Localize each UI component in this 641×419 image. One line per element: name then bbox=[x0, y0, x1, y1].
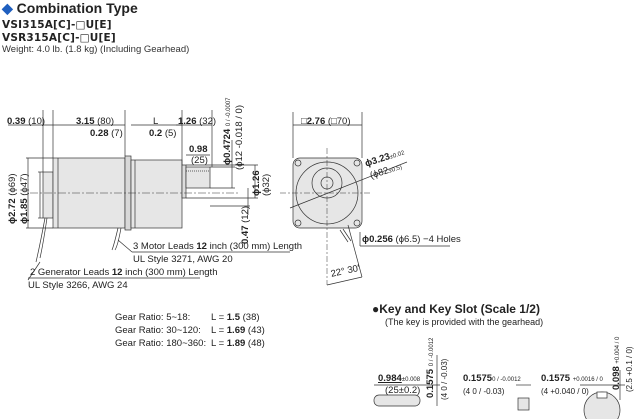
gear-ratio-label: Gear Ratio: 180~360: bbox=[115, 338, 207, 349]
key-length-mm: (25±0.2) bbox=[385, 385, 421, 396]
dim-value: □2.76 bbox=[301, 116, 326, 127]
leads-length: 12 bbox=[196, 241, 207, 252]
dim-value: 3.15 bbox=[76, 116, 95, 127]
dim-value: ϕ1.85 bbox=[19, 198, 30, 224]
section-title: ◆ Combination Type bbox=[2, 1, 138, 15]
key-width-mm: (4 0 / -0.03) bbox=[463, 387, 505, 396]
title-text: Combination Type bbox=[16, 0, 138, 16]
dim-mm: (ϕ69) bbox=[7, 173, 18, 196]
dim-0-98: 0.98 bbox=[189, 144, 208, 155]
dim-value: 0.098 bbox=[611, 366, 622, 390]
dim-0-47: 0.47 (12) bbox=[240, 205, 251, 244]
dim-tolerance: ±0.008 bbox=[401, 377, 421, 383]
dim-3-15: 3.15 (80) bbox=[76, 117, 114, 127]
diamond-icon: ◆ bbox=[2, 0, 13, 16]
leads-text: 3 Motor Leads bbox=[133, 241, 197, 252]
dim-value: 1.26 bbox=[178, 116, 197, 127]
key-height: 0.1575 0 / -0.0012 bbox=[425, 337, 436, 398]
l-value: 1.69 bbox=[226, 325, 246, 336]
dim-mm: (7) bbox=[111, 128, 123, 139]
l-value: 1.89 bbox=[226, 338, 246, 349]
key-section-subtitle: (The key is provided with the gearhead) bbox=[385, 317, 544, 327]
dim-0-39: 0.39 (10) bbox=[7, 117, 45, 127]
dim-tolerance: +0.0016 / 0 bbox=[572, 377, 603, 383]
generator-leads-label: 2 Generator Leads 12 inch (300 mm) Lengt… bbox=[30, 268, 217, 278]
square-size: □2.76 (□70) bbox=[301, 117, 351, 127]
key-width: 0.15750 / -0.0012 bbox=[463, 374, 521, 384]
slot-depth-mm: (2.5 +0.1 / 0) bbox=[625, 346, 634, 392]
motor-leads-label: 3 Motor Leads 12 inch (300 mm) Length bbox=[133, 242, 302, 252]
rear-cap bbox=[42, 171, 54, 219]
dim-value: ϕ2.72 bbox=[7, 198, 18, 224]
dim-value: 0.1575 bbox=[541, 373, 571, 384]
dim-value: 0.28 bbox=[90, 128, 109, 139]
motor-leads-spec: UL Style 3271, AWG 20 bbox=[133, 254, 233, 265]
dim-0-28: 0.28 (7) bbox=[90, 129, 123, 139]
dim-value: ϕ0.256 bbox=[362, 234, 393, 245]
gear-ratio-row: Gear Ratio: 180~360: bbox=[115, 339, 206, 349]
slot-width: 0.1575 +0.0016 / 0 bbox=[541, 374, 603, 384]
dim-1-26: 1.26 (32) bbox=[178, 117, 216, 127]
dim-value: 0.2 bbox=[149, 128, 163, 139]
leads-text: 2 Generator Leads bbox=[30, 267, 112, 278]
dim-value: 0.1575 bbox=[463, 373, 493, 384]
l-value: 1.5 bbox=[226, 312, 240, 323]
l-label: L = bbox=[211, 338, 227, 349]
dim-mm: (12) bbox=[240, 205, 251, 223]
key-height-mm: (4 0 / -0.03) bbox=[440, 358, 449, 400]
dim-mm: (□70) bbox=[327, 116, 351, 127]
dim-tolerance: 0 / -0.0012 bbox=[492, 377, 521, 383]
key-section-title: ●Key and Key Slot (Scale 1/2) bbox=[372, 302, 540, 316]
dim-mm: (ϕ47) bbox=[19, 173, 30, 196]
gear-ratio-value: L = 1.69 (43) bbox=[211, 326, 265, 336]
cap-diameter: ϕ1.85 (ϕ47) bbox=[19, 173, 30, 224]
slot-depth: 0.098 +0.004 / 0 bbox=[611, 336, 622, 390]
dim-mm: (ϕ6.5) −4 Holes bbox=[395, 234, 461, 245]
weight-text: Weight: 4.0 lb. (1.8 kg) (Including Gear… bbox=[2, 44, 190, 55]
model-number-2: VSR315A[C]-□U[E] bbox=[2, 32, 116, 44]
dim-tolerance: +0.004 / 0 bbox=[615, 336, 621, 364]
dim-mm: (10) bbox=[28, 116, 46, 127]
dim-L: L bbox=[153, 116, 159, 127]
gear-ratio-label: Gear Ratio: 30~120: bbox=[115, 325, 201, 336]
gear-ratio-row: Gear Ratio: 5~18: bbox=[115, 313, 190, 323]
key-side bbox=[373, 394, 421, 407]
dim-mm: (80) bbox=[97, 116, 115, 127]
dim-mm: (5) bbox=[164, 128, 177, 139]
dim-tolerance: 0 / -0.0012 bbox=[429, 337, 435, 367]
leads-text: inch (300 mm) Length bbox=[122, 267, 218, 278]
key-end bbox=[517, 397, 530, 411]
dim-0-2: 0.2 (5) bbox=[149, 129, 176, 139]
dim-tolerance: 0 / -0.0007 bbox=[226, 97, 232, 127]
gearhead-body bbox=[130, 159, 183, 229]
key-length: 0.984±0.008 bbox=[378, 374, 420, 384]
output-shaft bbox=[185, 166, 211, 189]
slot-width-mm: (4 +0.040 / 0) bbox=[541, 387, 589, 396]
body-diameter: ϕ2.72 (ϕ69) bbox=[7, 173, 18, 224]
l-label: L = bbox=[211, 312, 227, 323]
gear-ratio-value: L = 1.89 (48) bbox=[211, 339, 265, 349]
dim-0-98-mm: (25) bbox=[191, 155, 208, 166]
dim-value: ϕ0.4724 bbox=[222, 128, 233, 165]
dim-value: 0.1575 bbox=[425, 368, 436, 398]
l-label: L = bbox=[211, 325, 227, 336]
leads-length: 12 bbox=[111, 267, 123, 278]
gear-ratio-value: L = 1.5 (38) bbox=[211, 313, 260, 323]
model-number-1: VSI315A[C]-□U[E] bbox=[2, 19, 112, 31]
dim-value: 0.39 bbox=[7, 116, 26, 127]
gear-ratio-label: Gear Ratio: 5~18: bbox=[115, 312, 191, 323]
mounting-holes: ϕ0.256 (ϕ6.5) −4 Holes bbox=[362, 235, 461, 245]
shaft-diameter-mm: (ϕ12 -0.018 / 0) bbox=[234, 105, 245, 170]
l-mm: (48) bbox=[247, 338, 265, 349]
l-mm: (38) bbox=[242, 312, 260, 323]
gear-ratio-row: Gear Ratio: 30~120: bbox=[115, 326, 201, 336]
l-mm: (43) bbox=[247, 325, 265, 336]
leads-text: inch (300 mm) Length bbox=[206, 241, 302, 252]
dim-mm: (32) bbox=[199, 116, 217, 127]
shaft-diameter: ϕ0.4724 0 / -0.0007 bbox=[222, 97, 233, 165]
dim-value: 0.984 bbox=[378, 373, 402, 384]
generator-leads-spec: UL Style 3266, AWG 24 bbox=[28, 280, 128, 291]
boss-diameter-mm: (ϕ32) bbox=[261, 173, 272, 196]
